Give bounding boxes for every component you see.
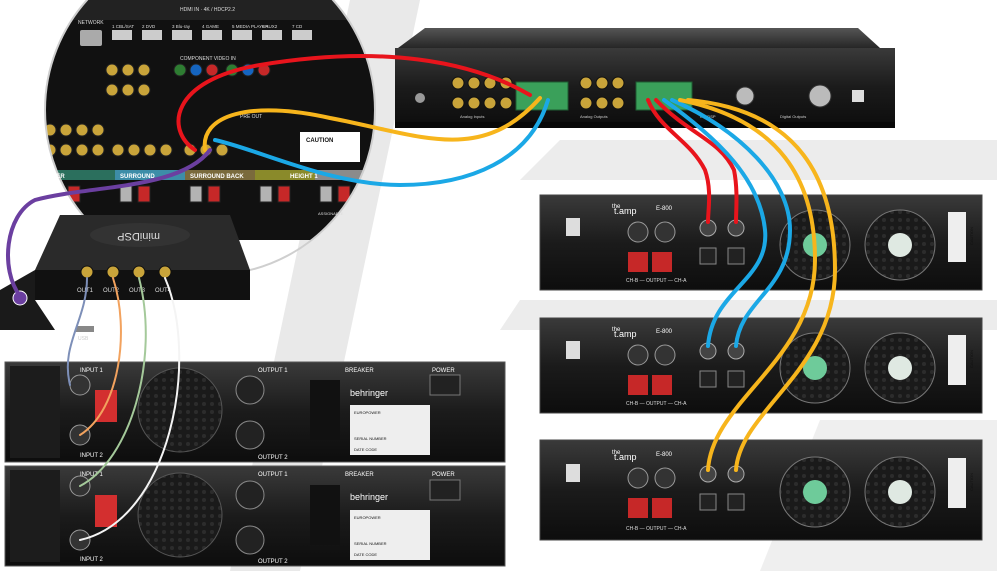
amp2-output1-label: OUTPUT 1: [258, 472, 288, 478]
dsp-port-label-analog-out: Analog Outputs: [580, 114, 608, 119]
section-surround: SURROUND: [120, 174, 155, 180]
small-dsp-out3: OUT3: [129, 288, 146, 294]
tamp2-caution: CAUTION: [969, 350, 974, 368]
tamp2-brand: t.amp: [614, 329, 637, 339]
speaker-section-strip: [45, 170, 375, 180]
amp1-input1-label: INPUT 1: [80, 368, 104, 374]
cable-yellow-receiver-to-dsp: [202, 96, 542, 152]
hdmi-header: HDMI IN · 4K / HDCP2.2: [180, 7, 235, 13]
cable-red-dsp-to-tamp1-a: [646, 98, 712, 224]
cable-yellow-dsp-to-tamp3-b: [686, 98, 838, 472]
cables: [6, 54, 838, 472]
amp2-date: DATE CODE: [354, 552, 377, 557]
cable-out1-to-amp1-input1: [66, 277, 88, 386]
cable-red-dsp-to-tamp1-b: [654, 98, 739, 224]
tamp3-channels: CH-B — OUTPUT — CH-A: [626, 526, 687, 532]
cable-out3-to-amp2-input1: [79, 277, 147, 487]
section-center: CENTER: [40, 174, 65, 180]
tamp2-brand-top: the: [612, 327, 621, 333]
tamp1-model: E-800: [656, 206, 673, 212]
dsp-port-label-digital: Digital Outputs: [780, 114, 806, 119]
section-height: HEIGHT 1: [290, 174, 318, 180]
amp2-input2-label: INPUT 2: [80, 557, 104, 563]
cable-blue-receiver-to-dsp: [213, 98, 550, 188]
cable-red-receiver-to-dsp: [176, 54, 532, 152]
minidsp-small-unit: miniDSP OUT1 OUT2 OUT3 OUT4 USB: [0, 215, 250, 342]
assignable-label: ASSIGNABLE: [318, 211, 344, 216]
tamp3-brand-top: the: [612, 450, 621, 456]
receiver-caution: CAUTION: [306, 138, 333, 144]
amp2-model: EUROPOWER: [354, 515, 381, 520]
hdmi-input-5: 5 MEDIA PLAYER: [232, 24, 269, 29]
amp1-power-label: POWER: [432, 368, 455, 374]
minidsp-rack-unit: Analog Inputs Analog Outputs Digital Out…: [395, 28, 895, 128]
receiver-panel: [45, 0, 375, 240]
dsp-port-label-analog-in: Analog Inputs: [460, 114, 484, 119]
amp2-power-label: POWER: [432, 472, 455, 478]
amp1-breaker-label: BREAKER: [345, 368, 374, 374]
hdmi-inputs: [112, 30, 312, 40]
tamp-2: the t.amp E-800 CH-B — OUTPUT — CH-A CAU…: [539, 317, 983, 414]
cable-out4-to-amp2-input2: [79, 277, 181, 541]
tamp2-channels: CH-B — OUTPUT — CH-A: [626, 401, 687, 407]
amp1-output2-label: OUTPUT 2: [258, 455, 288, 461]
amp2-input1-label: INPUT 1: [80, 472, 104, 478]
tamp1-brand-top: the: [612, 204, 621, 210]
cable-yellow-dsp-to-tamp3-a: [678, 98, 818, 472]
amp1-input2-label: INPUT 2: [80, 453, 104, 459]
thin-cables: [66, 277, 181, 541]
amp1-model: EUROPOWER: [354, 410, 381, 415]
amp2-output2-label: OUTPUT 2: [258, 559, 288, 565]
network-port: [80, 30, 102, 46]
amp1-date: DATE CODE: [354, 447, 377, 452]
hdmi-input-6: 6 AUX2: [262, 24, 278, 29]
hdmi-input-1: 1 CBL/SAT: [112, 24, 134, 29]
amp2-brand: behringer: [350, 492, 388, 502]
xlr-out-port: [808, 84, 832, 108]
behringer-amp-2: INPUT 1 INPUT 2 OUTPUT 1 OUTPUT 2 BREAKE…: [4, 465, 506, 567]
caution-label-bg: [300, 132, 360, 162]
cable-purple-receiver-to-small-dsp: [6, 148, 212, 298]
small-dsp-out4: OUT4: [155, 288, 172, 294]
usb-port: [852, 90, 864, 102]
amp1-serial: SERIAL NUMBER: [354, 436, 387, 441]
tamp1-brand: t.amp: [614, 206, 637, 216]
rca-jacks: [45, 63, 271, 157]
hdmi-input-3: 3 Blu-ray: [172, 24, 191, 29]
tamp2-model: E-800: [656, 329, 673, 335]
xlr-in-port: [735, 86, 755, 106]
section-surround-back: SURROUND BACK: [190, 174, 244, 180]
tamp3-model: E-800: [656, 452, 673, 458]
network-label: NETWORK: [78, 20, 104, 26]
amp2-breaker-label: BREAKER: [345, 472, 374, 478]
amp1-brand: behringer: [350, 388, 388, 398]
dsp-input-terminal-block: [515, 81, 569, 111]
tamp1-channels: CH-B — OUTPUT — CH-A: [626, 278, 687, 284]
behringer-amp-1: INPUT 1 INPUT 2 OUTPUT 1 OUTPUT 2 BREAKE…: [4, 361, 506, 463]
tamp3-brand: t.amp: [614, 452, 637, 462]
cable-out2-to-amp1-input2: [79, 277, 122, 436]
component-label: COMPONENT VIDEO IN: [180, 56, 236, 62]
small-dsp-out2: OUT2: [103, 288, 120, 294]
amp2-serial: SERIAL NUMBER: [354, 541, 387, 546]
tamp-3: the t.amp E-800 CH-B — OUTPUT — CH-A CAU…: [539, 439, 983, 541]
power-jack: [415, 93, 425, 103]
preout-label: PRE OUT: [240, 114, 262, 120]
amp1-output1-label: OUTPUT 1: [258, 368, 288, 374]
small-dsp-brand: miniDSP: [117, 230, 160, 242]
small-dsp-usb-port: [76, 326, 94, 332]
tamp3-caution: CAUTION: [969, 473, 974, 491]
hdmi-input-7: 7 CD: [292, 24, 303, 29]
hdmi-input-2: 2 DVD: [142, 24, 156, 29]
hdmi-input-4: 4 GAME: [202, 24, 219, 29]
small-dsp-usb-label: USB: [78, 336, 89, 342]
tamp1-caution: CAUTION: [969, 227, 974, 245]
cable-blue-dsp-to-tamp2-a: [662, 98, 768, 348]
cable-blue-dsp-to-tamp2-b: [670, 98, 793, 348]
